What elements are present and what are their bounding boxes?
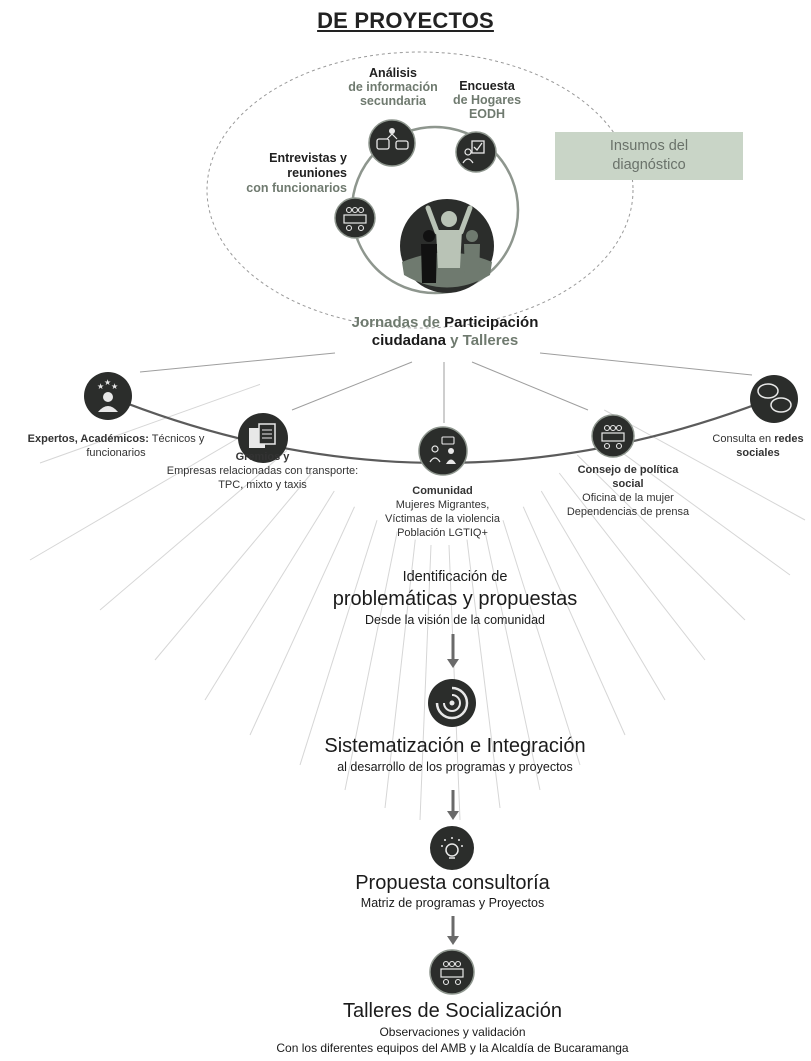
identification-top: Identificación de <box>402 569 508 585</box>
step-identification: Identificación de problemáticas y propue… <box>255 568 655 629</box>
participation-people-icon <box>400 199 494 293</box>
ray-line <box>522 506 626 736</box>
identification-title: problemáticas y propuestas <box>332 588 578 610</box>
guilds-document-icon <box>238 413 288 463</box>
interviews-line2: reuniones <box>287 166 347 180</box>
survey-icon <box>455 131 497 173</box>
workshops-sub1: Observaciones y validación <box>379 1025 526 1039</box>
insumos-line2: diagnóstico <box>612 157 686 173</box>
svg-text:★: ★ <box>97 382 104 391</box>
ray-line <box>466 539 501 809</box>
analysis-line1: Análisis <box>369 66 417 80</box>
ray-line <box>576 454 746 621</box>
jornadas-part1: Jornadas de <box>351 314 440 331</box>
step-proposal: Propuesta consultoría Matriz de programa… <box>280 871 625 911</box>
social-bold2: sociales <box>736 447 780 459</box>
ray-line <box>597 434 791 576</box>
insumos-line1: Insumos del <box>609 138 689 154</box>
ray-line <box>154 472 313 661</box>
systematization-cycle-icon <box>428 679 476 727</box>
ray-line <box>29 427 256 561</box>
stakeholder-social-media-label: Consulta en redes sociales <box>698 432 811 460</box>
svg-text:★: ★ <box>104 378 111 387</box>
ray-line <box>604 409 806 521</box>
flow-arrows <box>447 634 459 945</box>
council-line3: Oficina de la mujer <box>582 492 674 504</box>
survey-line3: EODH <box>468 107 506 121</box>
proposal-lightbulb-icon <box>430 826 474 870</box>
svg-text:★: ★ <box>111 382 118 391</box>
council-bold2: social <box>612 478 644 490</box>
interviews-line1: Entrevistas y <box>269 151 347 165</box>
systematization-title: Sistematización e Integración <box>324 735 586 757</box>
jornadas-part4: y <box>450 332 459 349</box>
ray-line <box>558 472 706 661</box>
community-line2: Mujeres Migrantes, <box>395 499 490 511</box>
community-line3: Víctimas de la violencia <box>385 513 500 525</box>
ray-line <box>384 539 416 809</box>
stakeholder-connectors <box>139 352 753 423</box>
input-survey-label: Encuesta de Hogares EODH <box>432 79 542 121</box>
step-systematization: Sistematización e Integración al desarro… <box>230 733 680 776</box>
inputs-dashed-ellipse <box>206 51 634 329</box>
ray-line <box>249 506 355 736</box>
jornadas-part5: Talleres <box>462 332 519 349</box>
guilds-bold: Gremios y <box>235 451 290 463</box>
insumos-box: Insumos del diagnóstico <box>555 132 743 180</box>
proposal-title: Propuesta consultoría <box>355 872 550 894</box>
social-pre: Consulta en <box>712 433 772 445</box>
community-chat-icon <box>418 426 468 476</box>
ray-line <box>419 544 432 821</box>
community-bold: Comunidad <box>412 485 473 497</box>
jornadas-part2: Participación <box>444 314 539 331</box>
stakeholder-council-label: Consejo de política social Oficina de la… <box>548 463 708 519</box>
council-bold1: Consejo de política <box>577 464 679 476</box>
input-interviews-label: Entrevistas y reuniones con funcionarios <box>215 151 347 196</box>
page-title: DE PROYECTOS <box>317 8 494 33</box>
input-analysis-label: Análisis de información secundaria <box>318 66 468 108</box>
guilds-line2: Empresas relacionadas con transporte: <box>166 465 359 477</box>
survey-line1: Encuesta <box>459 79 515 93</box>
radiating-lines <box>29 383 806 821</box>
workshops-sub2: Con los diferentes equipos del AMB y la … <box>276 1041 629 1055</box>
ray-line <box>540 490 666 701</box>
analysis-bus-icon <box>368 119 416 167</box>
step-workshops: Talleres de Socialización Observaciones … <box>180 998 725 1056</box>
interviews-line3: con funcionarios <box>246 181 347 195</box>
council-line4: Dependencias de prensa <box>566 506 690 518</box>
survey-line2: de Hogares <box>452 93 522 107</box>
ray-line <box>204 490 335 701</box>
analysis-line3: secundaria <box>359 94 426 108</box>
ray-line <box>39 383 261 464</box>
jornadas-part3: ciudadana <box>371 332 446 349</box>
workshops-title: Talleres de Socialización <box>342 1000 562 1022</box>
identification-sub: Desde la visión de la comunidad <box>365 613 545 627</box>
guilds-line3: TPC, mixto y taxis <box>218 479 307 491</box>
experts-star-person-icon: ★ ★ ★ <box>84 372 132 420</box>
stakeholder-guilds-label: Gremios y Empresas relacionadas con tran… <box>140 450 385 492</box>
ray-line <box>502 520 581 766</box>
stakeholder-community-label: Comunidad Mujeres Migrantes, Víctimas de… <box>360 484 525 540</box>
systematization-sub: al desarrollo de los programas y proyect… <box>337 760 573 774</box>
social-bold1: redes <box>774 433 804 445</box>
experts-bold: Expertos, Académicos: <box>27 433 149 445</box>
meeting-icon <box>334 197 376 239</box>
social-media-speech-icon <box>750 375 798 423</box>
jornadas-label: Jornadas de Participación ciudadana y Ta… <box>250 314 640 350</box>
council-meeting-icon <box>591 414 635 458</box>
ray-line <box>299 520 378 766</box>
community-line4: Población LGTIQ+ <box>397 527 488 539</box>
experts-line2: funcionarios <box>86 447 146 459</box>
workshops-meeting-icon <box>429 949 475 995</box>
experts-rest: Técnicos y <box>151 433 205 445</box>
ray-line <box>344 531 398 791</box>
stakeholder-experts-label: Expertos, Académicos: Técnicos y funcion… <box>0 432 232 460</box>
ray-line <box>99 450 288 611</box>
proposal-sub: Matriz de programas y Proyectos <box>360 896 545 910</box>
ray-line <box>484 531 541 791</box>
analysis-line2: de información <box>348 80 438 94</box>
